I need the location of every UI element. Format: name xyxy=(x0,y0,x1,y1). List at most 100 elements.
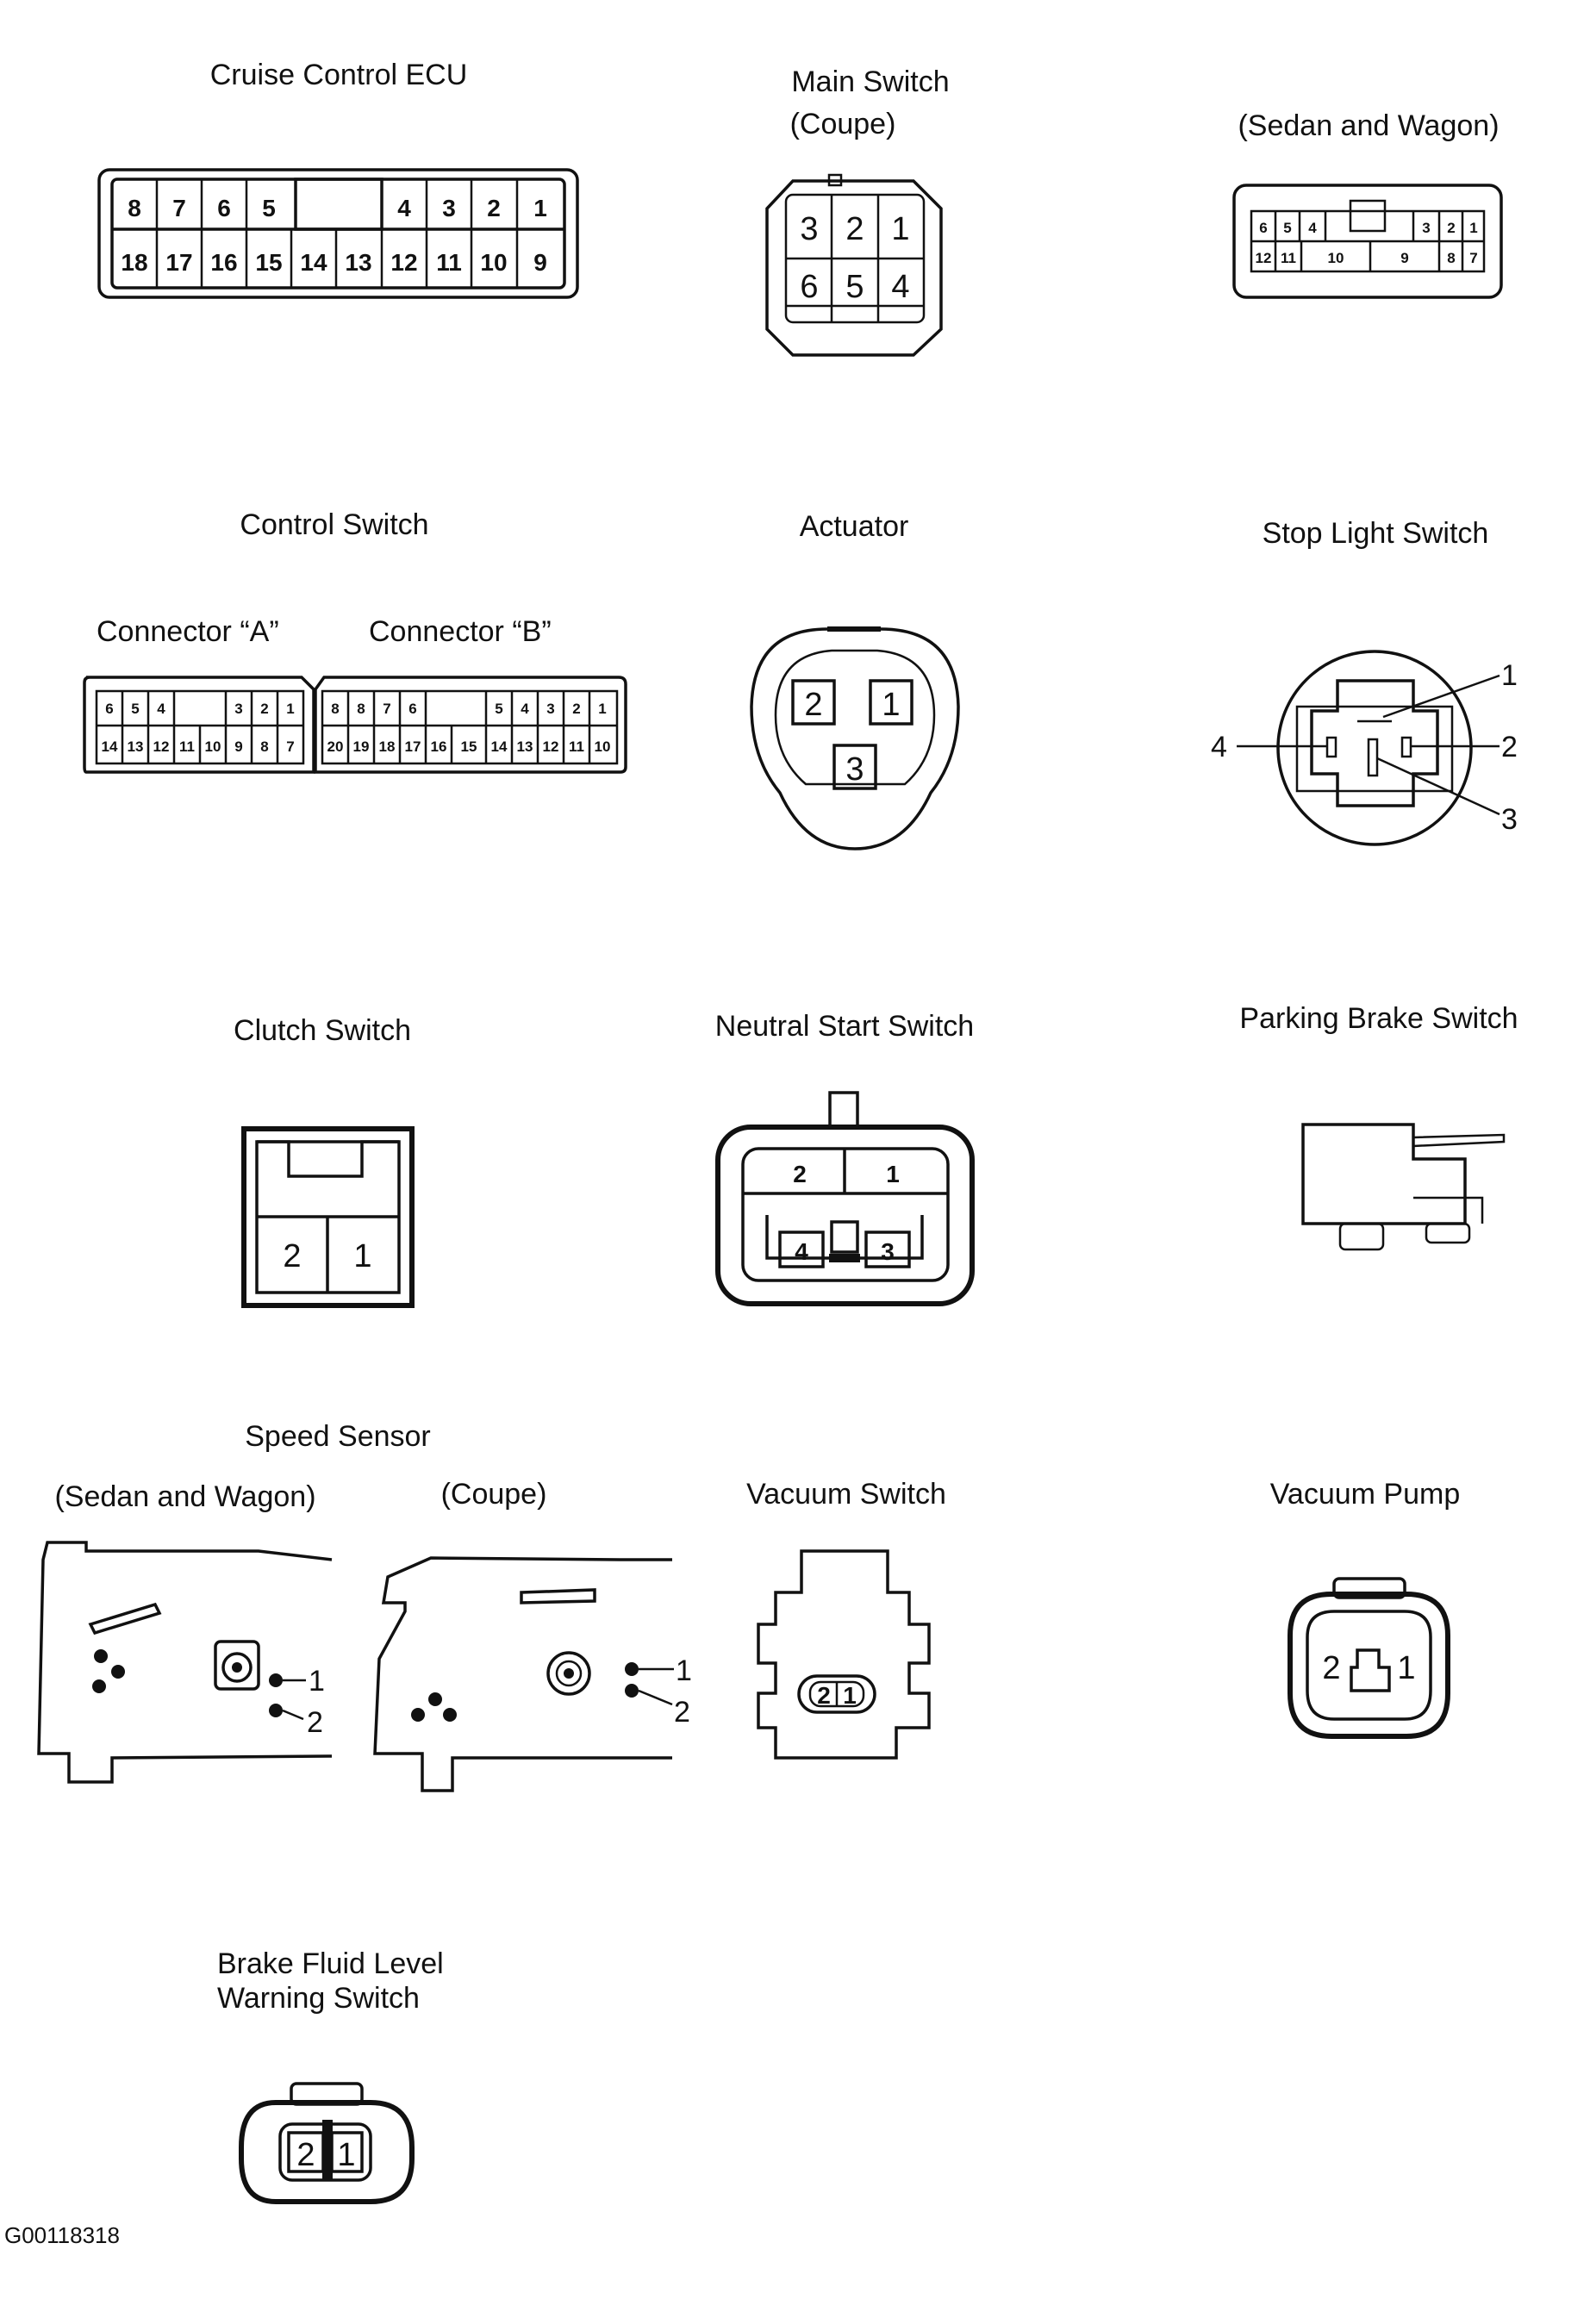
cruise-ecu-pin-9: 9 xyxy=(533,249,547,276)
main-switch-coupe-label: (Coupe) xyxy=(790,108,896,140)
vacuum-switch-connector xyxy=(797,1674,876,1714)
connector-b-pin-10: 10 xyxy=(595,738,611,755)
connector-a-pin-11: 11 xyxy=(179,738,195,755)
speed-sensor-coupe-dot xyxy=(428,1692,442,1706)
main-switch-sedan-pin-1: 1 xyxy=(1469,220,1477,236)
main-switch-coupe-latch xyxy=(827,173,843,187)
main-switch-sedan-pin-11: 11 xyxy=(1281,250,1296,266)
connector-b-pin-7: 7 xyxy=(383,701,390,717)
neutral-start-switch-group: Neutral Start Switch 2 1 4 3 xyxy=(715,1010,975,1306)
vacuum-pump-pin-2: 2 xyxy=(1322,1650,1340,1686)
speed-sensor-coupe-pin xyxy=(564,1668,574,1679)
stop-light-terminal-3 xyxy=(1367,738,1379,777)
neutral-start-pin-3: 3 xyxy=(881,1238,895,1265)
connector-b-pin-14: 14 xyxy=(491,738,508,755)
connector-b-pin-19: 19 xyxy=(353,738,370,755)
speed-sensor-sedan-pin-1: 1 xyxy=(309,1665,325,1698)
cruise-ecu-pin-16: 16 xyxy=(210,249,237,276)
stop-light-terminal-4 xyxy=(1325,736,1337,758)
main-switch-sedan-pin-5: 5 xyxy=(1283,220,1291,236)
neutral-start-cavity-3 xyxy=(864,1231,911,1268)
speed-sensor-coupe-label: (Coupe) xyxy=(441,1478,547,1511)
speed-sensor-coupe-body xyxy=(373,1556,672,1792)
speed-sensor-sedan-socket xyxy=(214,1640,260,1691)
connector-a-pin-6: 6 xyxy=(105,701,113,717)
vacuum-pump-pin-1: 1 xyxy=(1397,1650,1415,1686)
actuator-group: Actuator 2 1 3 xyxy=(750,510,960,850)
clutch-switch-pin-2: 2 xyxy=(283,1238,301,1274)
speed-sensor-coupe-dot xyxy=(411,1708,425,1722)
neutral-start-latch xyxy=(828,1091,859,1129)
stop-light-switch-body xyxy=(1276,650,1473,846)
speed-sensor-group: Speed Sensor (Sedan and Wagon) (Coupe) 1… xyxy=(37,1420,692,1792)
main-switch-sedan-pin-4: 4 xyxy=(1308,220,1317,236)
cruise-ecu-pin-6: 6 xyxy=(217,195,231,221)
speed-sensor-sedan-port xyxy=(221,1652,253,1683)
neutral-start-pin-1: 1 xyxy=(886,1161,900,1187)
cruise-ecu-pin-13: 13 xyxy=(345,249,371,276)
cruise-ecu-pin-8: 8 xyxy=(128,195,141,221)
main-switch-sedan-pin-6: 6 xyxy=(1259,220,1267,236)
actuator-title: Actuator xyxy=(800,510,909,543)
speed-sensor-sedan-body xyxy=(37,1541,333,1784)
brake-fluid-pin-2: 2 xyxy=(296,2137,315,2173)
main-switch-coupe-pin-3: 3 xyxy=(800,211,818,247)
stop-light-terminal-2 xyxy=(1400,736,1412,758)
actuator-cavity-2 xyxy=(791,679,836,726)
stop-light-leader-3 xyxy=(1376,757,1500,816)
vacuum-pump-housing xyxy=(1288,1592,1450,1739)
brake-fluid-switch-group: Brake Fluid Level Warning Switch 2 1 xyxy=(217,1947,444,2204)
vacuum-pump-key xyxy=(1350,1648,1391,1692)
neutral-start-cavity-4 xyxy=(778,1231,825,1268)
cruise-ecu-pin-17: 17 xyxy=(165,249,192,276)
cruise-ecu-pin-15: 15 xyxy=(255,249,282,276)
parking-brake-switch-group: Parking Brake Switch xyxy=(1239,1002,1518,1251)
main-switch-sedan-pin-8: 8 xyxy=(1447,250,1455,266)
speed-sensor-sedan-pin xyxy=(232,1662,242,1673)
connector-a-pin-9: 9 xyxy=(234,738,242,755)
actuator-inner xyxy=(774,649,936,786)
cruise-ecu-housing xyxy=(97,168,579,299)
main-switch-coupe-pin-2: 2 xyxy=(845,211,864,247)
stop-light-leader-1 xyxy=(1382,674,1500,719)
connector-b-pin-1: 1 xyxy=(598,701,606,717)
connector-b-housing xyxy=(314,676,627,774)
connector-a-pin-4: 4 xyxy=(157,701,165,717)
main-switch-title: Main Switch xyxy=(791,65,949,98)
parking-brake-switch-title: Parking Brake Switch xyxy=(1239,1002,1518,1035)
connector-b-pin-4: 4 xyxy=(521,701,529,717)
stop-light-pin-1: 1 xyxy=(1501,659,1518,692)
cruise-ecu-pin-18: 18 xyxy=(121,249,147,276)
cruise-ecu-pin-2: 2 xyxy=(487,195,501,221)
clutch-switch-housing xyxy=(241,1126,415,1308)
connector-a-label: Connector “A” xyxy=(97,615,279,648)
vacuum-pump-inner xyxy=(1306,1610,1432,1721)
main-switch-sedan-key xyxy=(1349,199,1387,233)
cruise-ecu-pin-3: 3 xyxy=(442,195,456,221)
cruise-ecu-pin-4: 4 xyxy=(397,195,411,221)
connector-a-housing xyxy=(83,676,315,774)
speed-sensor-coupe-leader-2 xyxy=(638,1689,673,1706)
connector-a-pin-5: 5 xyxy=(131,701,139,717)
main-switch-sedan-housing xyxy=(1232,184,1503,299)
cruise-ecu-pin-14: 14 xyxy=(300,249,327,276)
main-switch-sedan-pin-9: 9 xyxy=(1400,250,1408,266)
stop-light-switch-socket xyxy=(1310,679,1439,807)
stop-light-switch-group: Stop Light Switch 1 2 3 4 xyxy=(1211,517,1518,846)
connector-a-pin-3: 3 xyxy=(234,701,242,717)
vacuum-pump-group: Vacuum Pump 2 1 xyxy=(1270,1478,1460,1739)
cruise-ecu-pin-1: 1 xyxy=(533,195,547,221)
connector-b-pin-13: 13 xyxy=(517,738,533,755)
main-switch-coupe-pin-4: 4 xyxy=(891,269,909,305)
actuator-cavity-1 xyxy=(869,679,913,726)
connector-a-pin-12: 12 xyxy=(153,738,170,755)
control-switch-group: Control Switch Connector “A” Connector “… xyxy=(83,508,627,774)
speed-sensor-sedan-pin-2: 2 xyxy=(307,1706,323,1739)
speed-sensor-coupe-housing xyxy=(546,1651,591,1696)
control-switch-title: Control Switch xyxy=(240,508,428,541)
brake-fluid-divider xyxy=(322,2120,333,2180)
connector-b-pin-2: 2 xyxy=(572,701,580,717)
actuator-cavity-3 xyxy=(832,744,877,790)
connector-a-pin-14: 14 xyxy=(102,738,118,755)
brake-fluid-housing xyxy=(239,2100,415,2204)
